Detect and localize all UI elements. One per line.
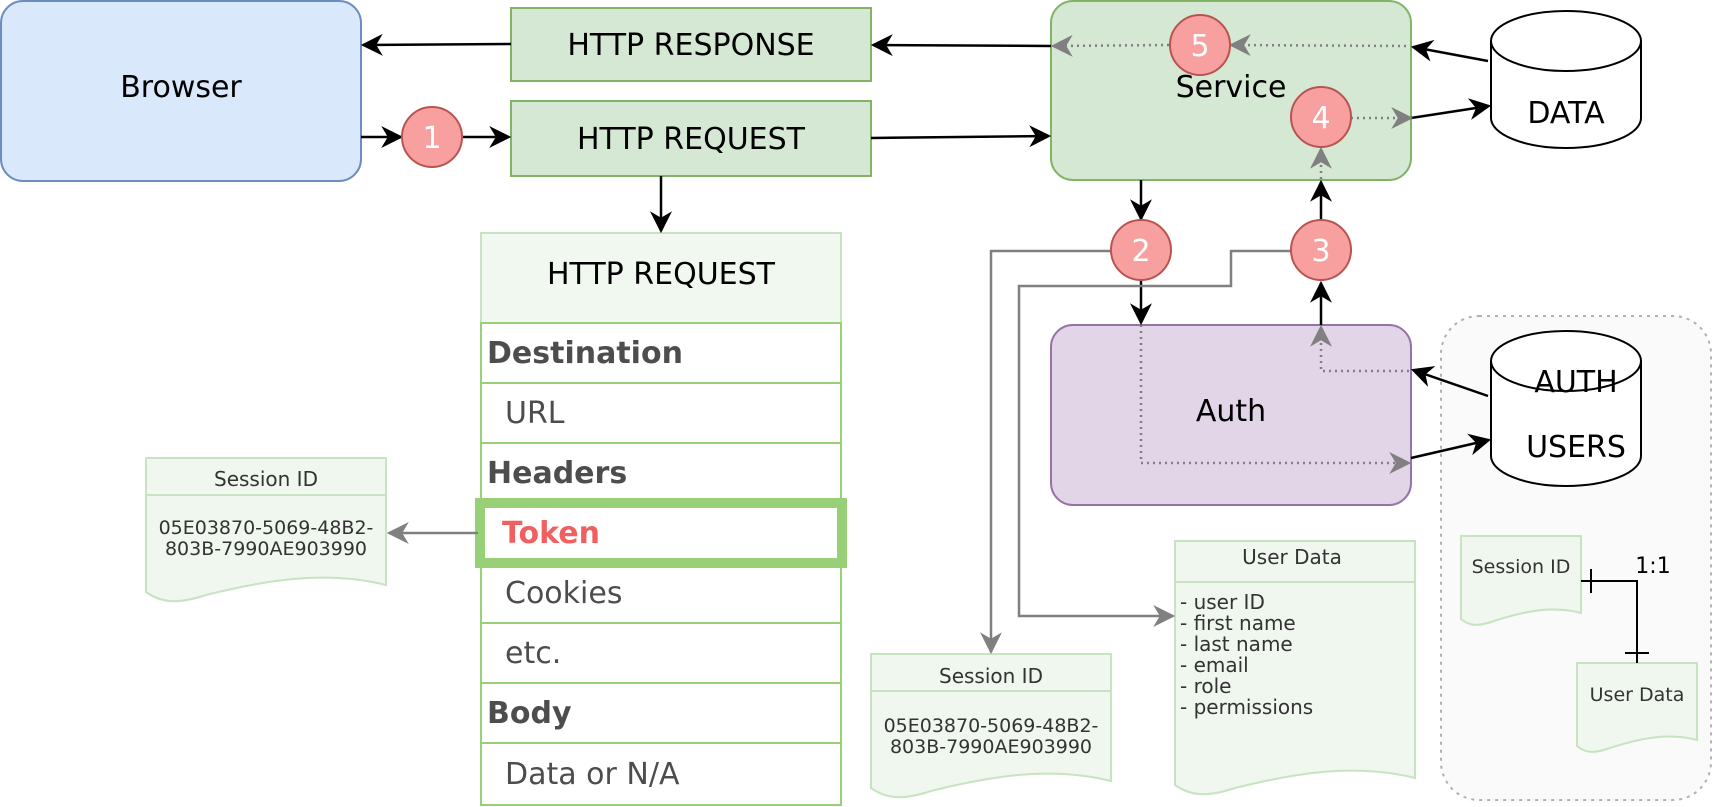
- data-database-icon: [1490, 10, 1642, 149]
- http-response-box: [510, 7, 872, 82]
- row-url: URL: [505, 396, 565, 431]
- session-doc-left-title: Session ID: [214, 467, 318, 491]
- browser-box: [0, 0, 362, 182]
- relation-session-document: [1460, 535, 1582, 626]
- service-label: Service: [1176, 70, 1287, 105]
- session-doc-left-value-1: 05E03870-5069-48B2-: [159, 517, 374, 539]
- step-number: 1: [422, 121, 441, 156]
- step-badge-1: 1: [401, 106, 463, 168]
- auth-users-database-icon: [1490, 330, 1642, 487]
- step-badge-3: 3: [1290, 219, 1352, 281]
- browser-label: Browser: [120, 70, 242, 105]
- session-id-document-left: [145, 457, 387, 603]
- step-badge-4: 4: [1290, 86, 1352, 148]
- step-number: 5: [1190, 29, 1209, 64]
- data-arrows: [386, 249, 1291, 655]
- user-data-field: - permissions: [1180, 695, 1313, 719]
- arrow-step2-to-session-doc: [980, 249, 1111, 655]
- relation-cardinality: 1:1: [1635, 554, 1670, 579]
- http-request-label: HTTP REQUEST: [577, 122, 806, 157]
- one-to-one-connector: [1581, 569, 1649, 663]
- session-doc-left-value-2: 803B-7990AE903990: [165, 538, 367, 560]
- step-badge-2: 2: [1110, 219, 1172, 281]
- user-data-doc-title: User Data: [1242, 545, 1342, 569]
- row-headers: Headers: [487, 456, 627, 491]
- arrow-service-to-data: [1410, 98, 1492, 120]
- row-token: Token: [502, 516, 600, 551]
- row-data: Data or N/A: [505, 757, 680, 792]
- row-etc: etc.: [505, 636, 561, 671]
- user-data-field: - email: [1180, 653, 1249, 677]
- http-response-label: HTTP RESPONSE: [567, 28, 814, 63]
- user-data-field: - first name: [1180, 611, 1296, 635]
- dotted-step5-to-service: [1050, 34, 1170, 57]
- user-data-document: [1174, 540, 1416, 796]
- auth-users-database-label-1: AUTH: [1534, 365, 1617, 400]
- user-data-field: - last name: [1180, 632, 1293, 656]
- session-id-document-bottom: [870, 653, 1112, 799]
- flow-arrows: [360, 33, 1492, 460]
- row-body: Body: [487, 696, 572, 731]
- request-table-title: HTTP REQUEST: [547, 257, 776, 292]
- arrow-service-to-response: [870, 34, 1052, 57]
- arrow-step3-to-user-doc: [1017, 249, 1291, 627]
- step-number: 3: [1311, 234, 1330, 269]
- step-number: 4: [1311, 101, 1330, 136]
- arrow-auth-to-authdb: [1410, 433, 1492, 460]
- relation-user-label: User Data: [1590, 684, 1685, 706]
- relation-user-document: [1576, 662, 1698, 753]
- arrow-response-to-browser: [360, 33, 512, 56]
- step-badge-5: 5: [1169, 14, 1231, 76]
- dotted-auth-to-authdb: [1139, 325, 1412, 474]
- http-request-box: [510, 100, 872, 177]
- http-request-table: HTTP REQUEST Destination URL Headers etc…: [475, 232, 847, 806]
- arrow-request-to-service: [870, 125, 1052, 148]
- data-database-label: DATA: [1527, 96, 1605, 131]
- user-data-field: - role: [1180, 674, 1231, 698]
- auth-users-database-label-2: USERS: [1526, 430, 1626, 465]
- user-data-fields: - user ID - first name - last name - ema…: [1180, 590, 1313, 719]
- auth-label: Auth: [1196, 394, 1266, 429]
- relation-session-label: Session ID: [1472, 556, 1571, 578]
- auth-box: [1050, 324, 1412, 506]
- dotted-data-to-step5: [1228, 34, 1407, 57]
- step-number: 2: [1131, 234, 1150, 269]
- user-data-field: - user ID: [1180, 590, 1265, 614]
- session-doc-bottom-title: Session ID: [939, 664, 1043, 688]
- session-doc-bottom-value-1: 05E03870-5069-48B2-: [884, 715, 1099, 737]
- internal-arrows: [1050, 34, 1414, 474]
- arrow-data-to-service: [1410, 39, 1489, 63]
- session-doc-bottom-value-2: 803B-7990AE903990: [890, 736, 1092, 758]
- arrow-authdb-to-auth: [1410, 366, 1489, 398]
- row-destination: Destination: [487, 336, 683, 371]
- row-cookies: Cookies: [505, 576, 622, 611]
